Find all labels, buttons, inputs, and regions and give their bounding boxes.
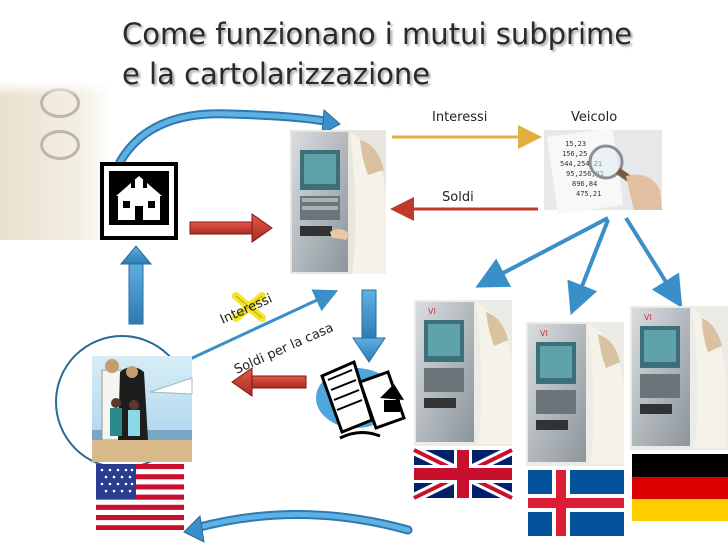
arrow-soldi-per-la-casa [187, 289, 339, 362]
arrow-document-to-family [231, 367, 307, 397]
title-area [0, 0, 728, 96]
atm-photo [290, 130, 386, 274]
iceland-flag [528, 470, 624, 536]
mortgage-document-icon [316, 359, 406, 440]
slide-title-line2: e la cartolarizzazione [122, 57, 431, 91]
label-veicolo: Veicolo [571, 110, 618, 125]
arrow-veicolo-to-bank-germany [624, 216, 683, 309]
germany-flag [632, 454, 728, 521]
label-soldi: Soldi [442, 190, 474, 205]
slide-title-line1: Come funzionano i mutui subprime [122, 17, 633, 51]
label-interessi: Interessi [432, 110, 488, 125]
atm-photo-germany: VI [630, 306, 728, 450]
family-clipart [55, 335, 193, 469]
slide-title: Come funzionano i mutui subprime e la ca… [122, 14, 632, 94]
svg-text:896,84: 896,84 [572, 180, 597, 188]
svg-text:475,21: 475,21 [576, 190, 601, 198]
arrow-veicolo-to-bank-uk [475, 216, 609, 288]
atm-photo-uk: VI [414, 300, 512, 446]
arrow-house-to-bank [189, 213, 273, 243]
atm-photo-iceland: VI [526, 322, 624, 466]
cross-icon [232, 292, 266, 322]
house-icon [100, 162, 178, 240]
arrow-family-to-house [119, 245, 153, 325]
arrow-veicolo-to-bank-iceland [567, 219, 610, 316]
arrow-bank-to-document [352, 289, 386, 363]
svg-text:15,23: 15,23 [565, 140, 586, 148]
curved-arrow-banks-to-family [183, 509, 413, 543]
binder-ring [40, 130, 80, 160]
svg-text:95,256,01: 95,256,01 [566, 170, 604, 178]
usa-flag [96, 464, 184, 530]
curved-arrow-house-to-bank [115, 108, 341, 167]
svg-text:VI: VI [644, 313, 652, 322]
receipt-magnifier-photo: 15,23 156,25 544,254,21 95,256,01 896,84… [544, 127, 662, 215]
svg-text:VI: VI [540, 329, 548, 338]
uk-flag [411, 445, 515, 503]
svg-text:VI: VI [428, 307, 436, 316]
svg-text:156,25: 156,25 [562, 150, 587, 158]
svg-text:544,254,21: 544,254,21 [560, 160, 602, 168]
